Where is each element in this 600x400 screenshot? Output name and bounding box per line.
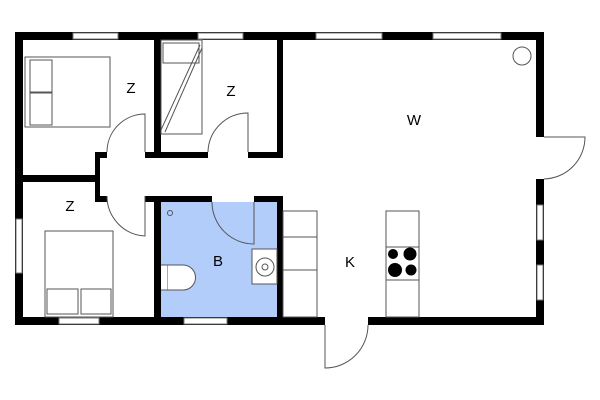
room-label-bedroom-3: Z	[65, 198, 74, 215]
stove-fireplace-icon	[512, 46, 532, 66]
room-label-bathroom: B	[213, 253, 223, 270]
stove-burners	[388, 247, 417, 277]
bathroom-fixtures	[161, 210, 278, 291]
bed-bedroom-3	[44, 230, 114, 318]
bed-bedroom-1	[24, 56, 111, 128]
room-label-kitchen: K	[345, 254, 355, 271]
room-label-bedroom-2: Z	[226, 83, 235, 100]
room-label-bedroom-1: Z	[126, 80, 135, 97]
kitchen-counters	[282, 210, 420, 318]
windows	[15, 32, 544, 325]
walls	[15, 32, 544, 325]
bunk-bed-bedroom-2	[160, 39, 203, 135]
room-label-living: W	[407, 112, 422, 129]
doors	[106, 112, 586, 369]
